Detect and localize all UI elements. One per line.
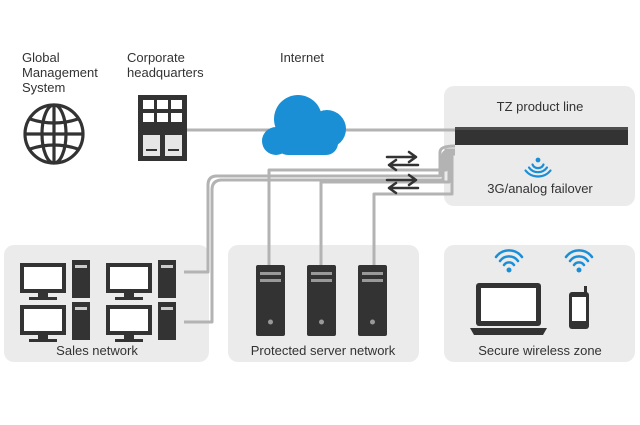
failover-label: 3G/analog failover: [487, 181, 593, 196]
firewall-appliance-icon: [455, 127, 628, 145]
desktop-computer-icon: [106, 260, 176, 300]
desktop-computer-icon: [106, 302, 176, 342]
mobile-phone-icon: [569, 286, 589, 329]
wireless-signal-icon: [564, 249, 594, 273]
tz-panel: [444, 86, 635, 206]
connection-lines: [184, 128, 456, 324]
server-icon: [358, 265, 387, 336]
building-icon: [138, 95, 187, 161]
server-icon: [307, 265, 336, 336]
sales-network-label: Sales network: [56, 343, 138, 358]
link-sales-upper: [184, 144, 456, 274]
laptop-icon: [470, 283, 547, 335]
global-management-system-label: Global Management System: [22, 50, 98, 95]
globe-icon: [23, 103, 85, 165]
corporate-headquarters-label: Corporate headquarters: [127, 50, 204, 80]
data-exchange-icon: [385, 150, 420, 195]
link-server-1: [267, 148, 455, 265]
wireless-signal-icon: [494, 249, 524, 273]
link-server-3: [372, 152, 455, 265]
cloud-icon: [262, 95, 346, 155]
secure-wireless-zone-label: Secure wireless zone: [478, 343, 602, 358]
protected-server-network-label: Protected server network: [250, 343, 396, 358]
link-server-2: [319, 150, 455, 265]
internet-label: Internet: [279, 50, 325, 65]
desktop-computer-icon: [20, 260, 90, 300]
desktop-computer-icon: [20, 302, 90, 342]
tz-product-line-label: TZ product line: [496, 99, 584, 114]
wireless-signal-icon: [524, 157, 552, 178]
server-icon: [256, 265, 285, 336]
